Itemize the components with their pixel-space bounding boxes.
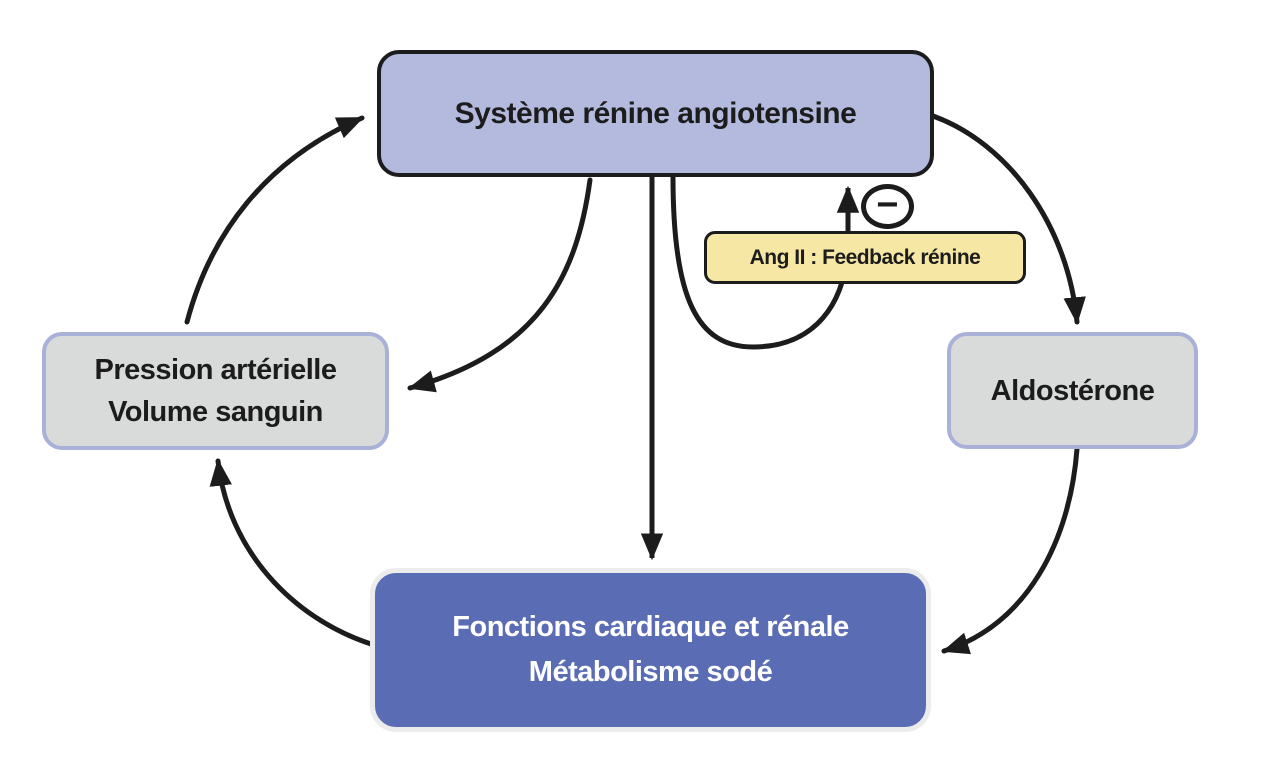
node-cardiac-renal-functions: Fonctions cardiaque et rénale Métabolism… [370, 568, 931, 732]
negative-feedback-minus-icon: − [861, 184, 914, 229]
node-feedback-text: Ang II : Feedback rénine [749, 245, 981, 269]
node-renin-label: Système rénine angiotensine [454, 96, 857, 130]
edge-aldosterone-to-cardiac [941, 446, 1080, 655]
node-cardiac-line1: Fonctions cardiaque et rénale [452, 611, 849, 643]
edge-feedback-loop [670, 176, 860, 350]
minus-symbol: − [876, 183, 899, 226]
node-aldosterone: Aldostérone [947, 332, 1198, 449]
node-ang2-feedback-label: Ang II : Feedback rénine [704, 231, 1026, 284]
edge-renin-to-pressure [407, 177, 593, 393]
edge-renin-to-aldosterone [930, 113, 1086, 325]
node-pressure-line1: Pression artérielle [94, 354, 337, 386]
node-aldosterone-label: Aldostérone [990, 374, 1155, 407]
node-pressure-line2: Volume sanguin [108, 396, 323, 428]
node-renin-angiotensin-system: Système rénine angiotensine [377, 50, 934, 177]
node-arterial-pressure-blood-volume: Pression artérielle Volume sanguin [42, 332, 389, 450]
edge-cardiac-to-pressure [209, 458, 374, 647]
edge-pressure-to-renin [184, 115, 365, 325]
node-cardiac-line2: Métabolisme sodé [528, 656, 773, 688]
